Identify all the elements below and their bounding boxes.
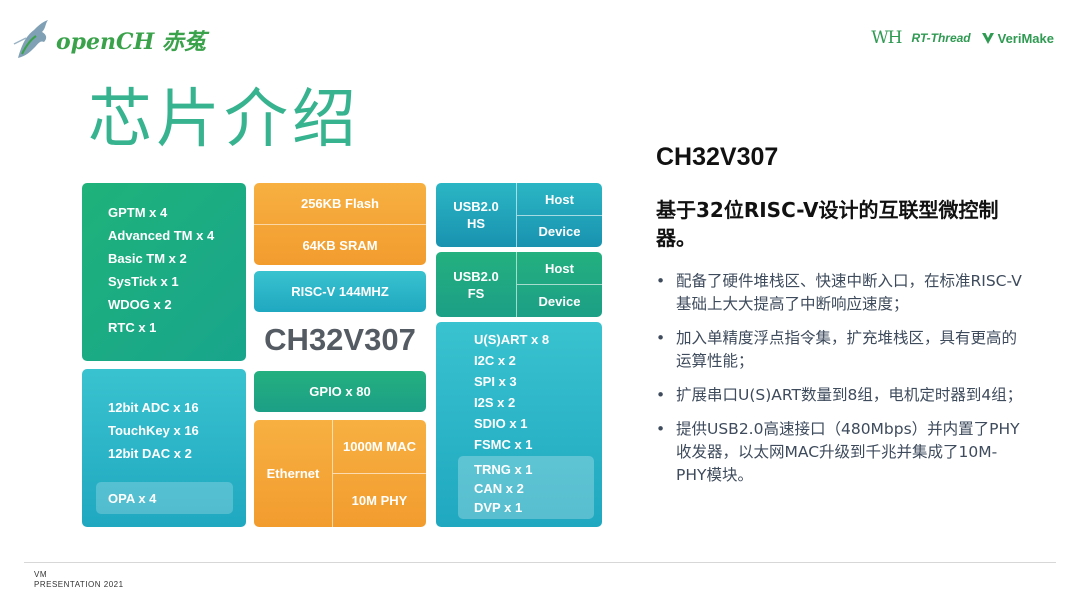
- feature-text: 配备了硬件堆栈区、快速中断入口，在标准RISC-V基础上大大提高了中断响应速度；: [676, 272, 1022, 313]
- timer-item: Advanced TM x 4: [108, 228, 215, 243]
- wh-logo: WH: [871, 28, 902, 48]
- ethernet-block: Ethernet 1000M MAC 10M PHY: [254, 420, 426, 527]
- mac-label: 1000M MAC: [343, 439, 416, 454]
- security-item: CAN x 2: [474, 481, 524, 496]
- security-list: TRNG x 1 CAN x 2 DVP x 1: [474, 462, 533, 516]
- usb-hs-host: Host: [545, 191, 574, 207]
- feature-text: 加入单精度浮点指令集，扩充堆栈区，具有更高的运算性能；: [676, 329, 1018, 370]
- footer-line-1: VM: [34, 570, 47, 579]
- peripheral-item: FSMC x 1: [474, 437, 533, 452]
- usb-fs-device: Device: [538, 293, 581, 309]
- usb-fs-label: USB2.0 FS: [453, 268, 499, 301]
- bullet-icon: •: [656, 386, 666, 404]
- chip-name: CH32V307: [264, 322, 416, 357]
- analog-item: TouchKey x 16: [108, 423, 199, 438]
- opa-block: OPA x 4: [96, 482, 233, 514]
- chip-description: 基于32位RISC-V设计的互联型微控制器。: [656, 198, 999, 250]
- opench-logo: openCH 赤菟: [12, 14, 206, 64]
- feature-list: • 配备了硬件堆栈区、快速中断入口，在标准RISC-V基础上大大提高了中断响应速度…: [656, 270, 1026, 498]
- feature-item: • 扩展串口U(S)ART数量到8组，电机定时器到4组；: [656, 384, 1026, 407]
- footer-divider: [24, 562, 1056, 563]
- core-label: RISC-V 144MHZ: [291, 284, 389, 299]
- timers-list: GPTM x 4 Advanced TM x 4 Basic TM x 2 Sy…: [108, 205, 214, 336]
- timer-item: RTC x 1: [108, 320, 157, 335]
- peripheral-item: SDIO x 1: [474, 416, 528, 431]
- horse-logo-icon: [13, 20, 48, 58]
- sram-label: 64KB SRAM: [302, 237, 378, 253]
- page-title: 芯片介绍: [88, 83, 360, 157]
- verimake-logo: VeriMake: [981, 31, 1054, 46]
- usb-hs-host-divider: [517, 215, 602, 216]
- usb-hs-device: Device: [538, 224, 581, 239]
- feature-item: • 加入单精度浮点指令集，扩充堆栈区，具有更高的运算性能；: [656, 327, 1026, 373]
- usb-fs-host-divider: [517, 284, 602, 285]
- memory-divider: [254, 224, 426, 225]
- timer-item: GPTM x 4: [108, 205, 168, 220]
- peripherals-block: U(S)ART x 8 I2C x 2 SPI x 3 I2S x 2 SDIO…: [436, 322, 602, 527]
- gpio-block: GPIO x 80: [254, 371, 426, 412]
- usb-fs-host: Host: [545, 260, 574, 276]
- peripheral-item: I2C x 2: [474, 353, 516, 368]
- flash-label: 256KB Flash: [300, 196, 380, 211]
- core-block: RISC-V 144MHZ: [254, 271, 426, 312]
- chip-heading: CH32V307: [656, 143, 779, 171]
- peripherals-list: U(S)ART x 8 I2C x 2 SPI x 3 I2S x 2 SDIO…: [474, 332, 549, 453]
- security-item: TRNG x 1: [474, 462, 533, 477]
- peripheral-item: U(S)ART x 8: [474, 332, 550, 347]
- bullet-icon: •: [656, 272, 666, 290]
- usb-fs-divider: [516, 252, 517, 317]
- analog-item: 12bit ADC x 16: [108, 400, 199, 415]
- rt-thread-logo: RT-Thread: [911, 31, 971, 45]
- usb-hs-divider: [516, 183, 517, 247]
- partner-logos: WH RT-Thread VeriMake: [871, 26, 1054, 50]
- verimake-mark-icon: [981, 33, 994, 44]
- phy-label: 10M PHY: [351, 493, 408, 508]
- footer: VM PRESENTATION 2021: [34, 570, 124, 590]
- ethernet-divider: [332, 420, 333, 527]
- usb-hs-block: USB2.0 HS Host Device: [436, 183, 602, 247]
- timer-item: WDOG x 2: [108, 297, 172, 312]
- usb-fs-block: USB2.0 FS Host Device: [436, 252, 602, 317]
- verimake-logo-text: VeriMake: [997, 30, 1054, 46]
- peripheral-item: I2S x 2: [474, 395, 516, 410]
- analog-list: 12bit ADC x 16 TouchKey x 16 12bit DAC x…: [108, 400, 199, 462]
- gpio-label: GPIO x 80: [309, 384, 371, 399]
- analog-item: 12bit DAC x 2: [108, 446, 192, 461]
- mac-phy-divider: [333, 473, 426, 474]
- feature-text: 提供USB2.0高速接口（480Mbps）并内置了PHY收发器，以太网MAC升级…: [676, 420, 1020, 484]
- timers-block: GPTM x 4 Advanced TM x 4 Basic TM x 2 Sy…: [82, 183, 246, 361]
- security-subblock: TRNG x 1 CAN x 2 DVP x 1: [458, 456, 594, 519]
- logo-text: openCH 赤菟: [56, 29, 207, 55]
- bullet-icon: •: [656, 420, 666, 438]
- feature-text: 扩展串口U(S)ART数量到8组，电机定时器到4组；: [676, 386, 1023, 404]
- bullet-icon: •: [656, 329, 666, 347]
- timer-item: SysTick x 1: [108, 274, 179, 289]
- footer-line-2: PRESENTATION 2021: [34, 580, 124, 589]
- memory-block: 256KB Flash 64KB SRAM: [254, 183, 426, 265]
- feature-item: • 配备了硬件堆栈区、快速中断入口，在标准RISC-V基础上大大提高了中断响应速度…: [656, 270, 1026, 316]
- feature-item: • 提供USB2.0高速接口（480Mbps）并内置了PHY收发器，以太网MAC升…: [656, 418, 1026, 487]
- peripheral-item: SPI x 3: [474, 374, 517, 389]
- analog-block: 12bit ADC x 16 TouchKey x 16 12bit DAC x…: [82, 369, 246, 527]
- ethernet-label: Ethernet: [266, 466, 320, 481]
- usb-hs-label: USB2.0 HS: [453, 199, 499, 231]
- security-item: DVP x 1: [474, 500, 523, 515]
- timer-item: Basic TM x 2: [108, 251, 187, 266]
